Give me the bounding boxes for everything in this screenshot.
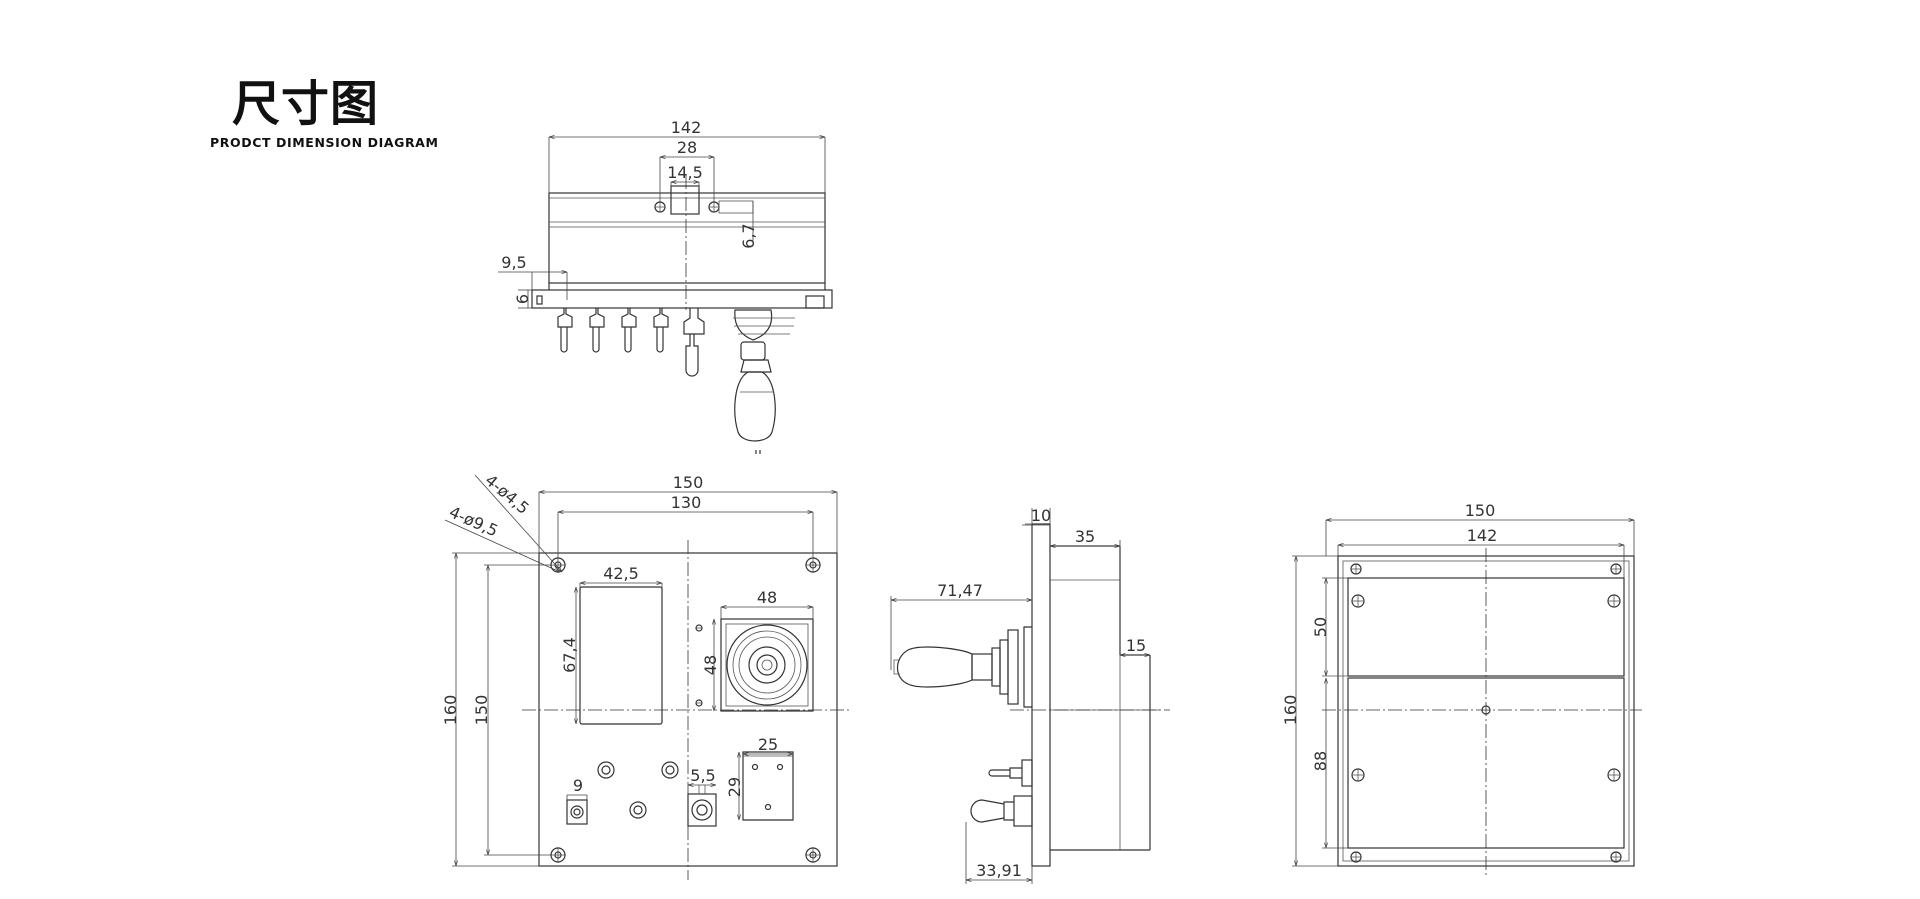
display-window: [579, 586, 663, 725]
dim-plate-height: 29: [725, 777, 744, 797]
dim-front-hole-b: 4-ø9,5: [446, 502, 500, 540]
dim-joystick-height: 48: [701, 655, 720, 675]
joystick-top-view: [695, 618, 814, 712]
dim-side-flange: 10: [1031, 506, 1051, 525]
rear-view: 150 142 160 50 88: [1281, 501, 1642, 876]
dim-top-flange-height: 6: [513, 294, 532, 304]
dim-side-joystick-ext: 71,47: [937, 581, 983, 600]
dim-rear-inner: 142: [1467, 526, 1498, 545]
front-view: 150 130 4-ø4,5 4-ø9,5 42,5 67,4 48 48 16…: [441, 471, 852, 880]
dim-top-slot: 14,5: [667, 163, 703, 182]
dim-top-offset: 6,7: [739, 223, 758, 248]
joystick-side-view: [893, 626, 1032, 708]
rear-screws: [1350, 563, 1622, 863]
label-plate: [742, 751, 794, 821]
top-view: 142 28 14,5 6,7 9,5 6: [498, 118, 833, 454]
toggle-switch-row: [557, 308, 705, 377]
dim-window-height: 67,4: [560, 637, 579, 673]
dim-front-hole-x: 130: [671, 493, 702, 512]
dim-side-box: 35: [1075, 527, 1095, 546]
page-title: 尺寸图: [232, 76, 380, 132]
dim-plate-width: 25: [758, 735, 778, 754]
dim-rear-lower: 88: [1311, 751, 1330, 771]
dim-rear-width: 150: [1465, 501, 1496, 520]
dim-switch-small: 9: [573, 776, 583, 795]
dim-front-width: 150: [673, 473, 704, 492]
page-subtitle: PRODCT DIMENSION DIAGRAM: [210, 135, 439, 150]
side-view: 10 35 71,47 15 33,91: [890, 506, 1170, 884]
dim-side-switch-ext: 33,91: [976, 861, 1022, 880]
dim-joystick-width: 48: [757, 588, 777, 607]
joystick-side-profile: [733, 309, 795, 454]
dim-front-height: 160: [441, 695, 460, 726]
dim-rear-height: 160: [1281, 695, 1300, 726]
switches-side-view: [970, 759, 1033, 827]
dim-top-width: 142: [671, 118, 702, 137]
dim-side-step: 15: [1126, 636, 1146, 655]
dim-window-width: 42,5: [603, 564, 639, 583]
dim-rear-upper: 50: [1311, 617, 1330, 637]
dim-switch-gap: 5,5: [690, 766, 715, 785]
dim-top-flange: 9,5: [501, 253, 526, 272]
dim-top-hole-spacing: 28: [677, 138, 697, 157]
switch-nuts: [566, 761, 717, 827]
dim-front-hole-y: 150: [472, 695, 491, 726]
